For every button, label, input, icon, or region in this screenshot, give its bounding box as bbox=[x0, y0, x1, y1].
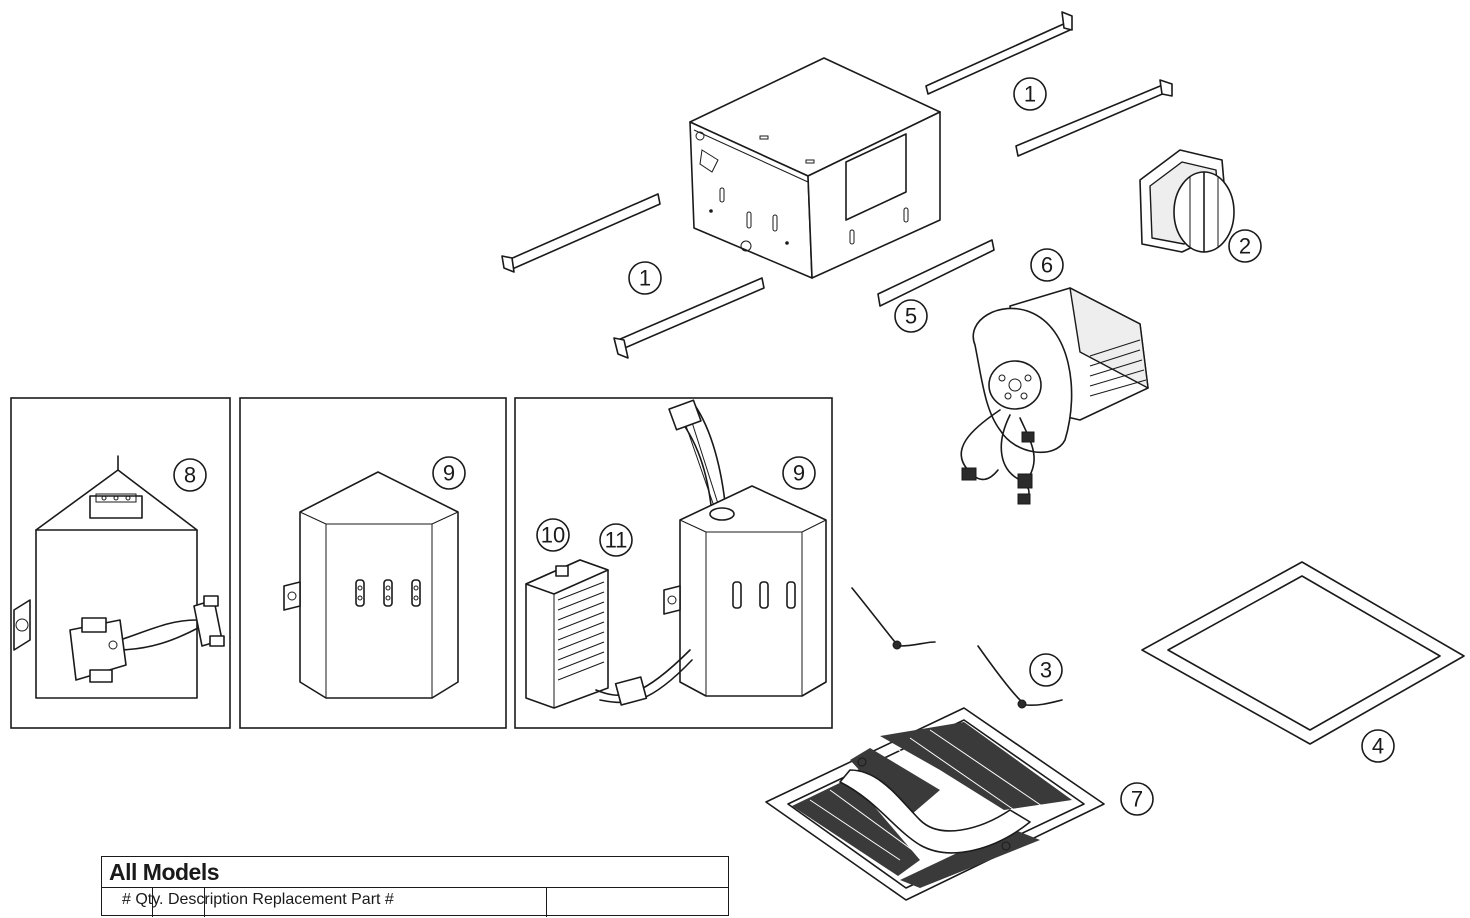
callout-6: 6 bbox=[1030, 248, 1064, 282]
callout-label: 11 bbox=[605, 528, 628, 553]
grille bbox=[765, 707, 1105, 901]
callout-1-upper: 1 bbox=[1013, 77, 1047, 111]
electronic-module bbox=[525, 559, 693, 709]
table-header-text: # Qty. Description Replacement Part # bbox=[122, 891, 394, 908]
mounting-bar bbox=[1015, 79, 1173, 157]
torsion-spring bbox=[977, 645, 1063, 709]
callout-7: 7 bbox=[1120, 782, 1154, 816]
fan-housing bbox=[689, 57, 941, 279]
callout-9-a: 9 bbox=[432, 456, 466, 490]
gasket bbox=[1141, 561, 1465, 745]
callout-label: 2 bbox=[1239, 234, 1251, 259]
callout-1-lower: 1 bbox=[628, 261, 662, 295]
callout-label: 9 bbox=[793, 461, 805, 486]
callout-label: 8 bbox=[184, 463, 196, 488]
blower-motor bbox=[960, 287, 1149, 505]
table-title: All Models bbox=[109, 859, 220, 885]
callout-label: 10 bbox=[541, 523, 565, 548]
callout-label: 4 bbox=[1372, 734, 1384, 759]
callout-label: 3 bbox=[1040, 658, 1052, 683]
callout-11: 11 bbox=[599, 523, 633, 557]
power-cord-plug bbox=[69, 595, 225, 683]
callout-2: 2 bbox=[1228, 229, 1262, 263]
callout-label: 6 bbox=[1041, 253, 1053, 278]
junction-box bbox=[283, 471, 459, 699]
callout-label: 1 bbox=[639, 266, 651, 291]
callout-label: 7 bbox=[1131, 787, 1143, 812]
module-vent-fins bbox=[557, 581, 605, 681]
blower-wire-harness bbox=[960, 409, 1035, 505]
callout-label: 5 bbox=[905, 304, 917, 329]
table-header-row: # Qty. Description Replacement Part # bbox=[102, 887, 728, 918]
grille-louvers bbox=[792, 722, 1072, 888]
torsion-spring bbox=[851, 587, 936, 650]
table-column-divider bbox=[204, 887, 205, 917]
blower-outlet-grill bbox=[1089, 339, 1147, 397]
callout-10: 10 bbox=[536, 518, 570, 552]
mounting-bar bbox=[925, 11, 1073, 95]
table-column-divider bbox=[152, 887, 153, 917]
callout-label: 1 bbox=[1024, 82, 1036, 107]
junction-box-with-module bbox=[525, 399, 827, 709]
mounting-bar bbox=[613, 277, 765, 359]
bracket-strip bbox=[877, 239, 995, 307]
callout-9-b: 9 bbox=[782, 456, 816, 490]
callout-8: 8 bbox=[173, 458, 207, 492]
callout-4: 4 bbox=[1361, 729, 1395, 763]
flex-cable bbox=[668, 399, 727, 515]
table-column-divider bbox=[546, 887, 547, 917]
callout-3: 3 bbox=[1029, 653, 1063, 687]
mounting-bar bbox=[501, 193, 661, 273]
parts-table: All Models # Qty. Description Replacemen… bbox=[101, 856, 729, 918]
knockout-terminals bbox=[355, 579, 421, 607]
damper bbox=[1139, 149, 1235, 253]
callout-label: 9 bbox=[443, 461, 455, 486]
receptacle-housing bbox=[13, 455, 225, 699]
callout-5: 5 bbox=[894, 299, 928, 333]
